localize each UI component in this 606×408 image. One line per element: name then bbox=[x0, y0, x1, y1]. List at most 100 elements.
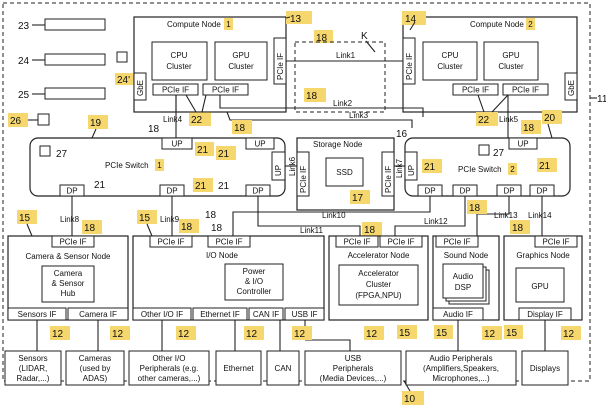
compute2-pcie-if-a bbox=[452, 83, 499, 96]
switch2-dp-c-label: DP bbox=[503, 187, 514, 196]
io-pcie-if-b bbox=[207, 235, 251, 248]
link4-label: Link4 bbox=[163, 115, 183, 124]
link3-label: Link3 bbox=[349, 111, 369, 120]
compute1-gpu-l1: GPU bbox=[232, 51, 250, 60]
periph-sensors-l1: Sensors bbox=[18, 354, 47, 363]
camera-hub-l3: Hub bbox=[61, 289, 76, 298]
ref-18-link2: 18 bbox=[306, 91, 318, 102]
io-ethernet-if-label: Ethernet IF bbox=[200, 310, 240, 319]
io-other-if-label: Other I/O IF bbox=[141, 310, 183, 319]
compute1-title: Compute Node bbox=[167, 20, 221, 29]
ref-10: 10 bbox=[404, 394, 416, 405]
ref-21-sw1-dp-a: 21 bbox=[94, 180, 106, 191]
switch1-up-a-label: UP bbox=[171, 140, 182, 149]
ref-27-right: 27 bbox=[493, 148, 505, 159]
compute1-gbe bbox=[133, 72, 147, 101]
io-usb-if-label: USB IF bbox=[292, 310, 318, 319]
camera-node-title: Camera & Sensor Node bbox=[26, 252, 111, 261]
ref-18-link4: 18 bbox=[148, 124, 160, 135]
ref-21-sw1-up: 21 bbox=[197, 145, 209, 156]
ref-14: 14 bbox=[405, 14, 417, 25]
ref-18-sw1-up: 18 bbox=[234, 123, 246, 134]
compute2-pcie-if-b bbox=[502, 83, 549, 96]
ref-15-graphics: 15 bbox=[506, 328, 518, 339]
io-pcie-if-a-label: PCIe IF bbox=[157, 238, 184, 247]
switch1-dp-b-label: DP bbox=[166, 187, 177, 196]
storage-pcie-if-right bbox=[381, 151, 395, 197]
ref-12-audio: 12 bbox=[484, 329, 496, 340]
ref-25: 25 bbox=[18, 90, 30, 101]
periph-otherio-l2: Peripherals (e.g. bbox=[140, 364, 199, 373]
accel-pcie-if-a bbox=[335, 235, 379, 248]
legend-box-24p bbox=[116, 51, 128, 63]
switch2-up-side bbox=[404, 151, 418, 181]
peripheral-cameras bbox=[65, 350, 125, 386]
ref-18-link8: 18 bbox=[84, 223, 96, 234]
link7-label: Link7 bbox=[395, 158, 404, 178]
ref-15-io: 15 bbox=[139, 213, 151, 224]
switch2-dp-a-label: DP bbox=[424, 187, 435, 196]
legend-box-26 bbox=[37, 113, 50, 126]
switch2-up-label: UP bbox=[517, 140, 528, 149]
accel-node-title: Accelerator Node bbox=[348, 251, 410, 260]
peripheral-audio bbox=[405, 350, 517, 386]
sound-dsp-l2: DSP bbox=[455, 283, 471, 292]
ref-12-can: 12 bbox=[294, 329, 306, 340]
ref-19: 19 bbox=[90, 118, 102, 129]
graphics-node-title: Graphics Node bbox=[516, 251, 570, 260]
storage-title: Storage Node bbox=[313, 140, 363, 149]
compute1-gpu-cluster bbox=[214, 41, 268, 81]
sound-pcie-if-label: PCIe IF bbox=[443, 238, 470, 247]
ref-24p: 24' bbox=[117, 75, 130, 86]
ref-26: 26 bbox=[10, 116, 22, 127]
compute2-cpu-l1: CPU bbox=[442, 51, 459, 60]
ref-17: 17 bbox=[352, 193, 364, 204]
link12-label: Link12 bbox=[424, 217, 448, 226]
ref-21-sw1-dp-b: 21 bbox=[195, 181, 207, 192]
ref-21-sw1-side: 21 bbox=[218, 149, 230, 160]
ref-12-usb: 12 bbox=[366, 329, 378, 340]
link2-label: Link2 bbox=[333, 99, 353, 108]
io-ctrl-l2: & I/O bbox=[245, 277, 263, 286]
periph-ethernet-l1: Ethernet bbox=[223, 364, 254, 373]
compute2-gpu-l1: GPU bbox=[502, 51, 520, 60]
switch2-up-side-label: UP bbox=[407, 165, 416, 176]
switch1-up-b-label: UP bbox=[254, 140, 265, 149]
storage-pcie-if-left-label: PCIe IF bbox=[299, 166, 308, 193]
ref-18-link11: 18 bbox=[211, 223, 223, 234]
camera-hub-l1: Camera bbox=[54, 269, 83, 278]
sound-node-title: Sound Node bbox=[444, 251, 489, 260]
peripheral-can bbox=[266, 350, 300, 386]
accelerator-cluster bbox=[338, 264, 419, 306]
link11-label: Link11 bbox=[300, 226, 324, 235]
compute1-pcie-if-b bbox=[202, 83, 249, 96]
switch1-num: 1 bbox=[157, 161, 162, 170]
ref-18-link1: 18 bbox=[316, 33, 328, 44]
ref-12-displays: 12 bbox=[563, 329, 575, 340]
compute2-gbe-label: GbE bbox=[567, 80, 576, 96]
accel-c-l1: Accelerator bbox=[358, 269, 399, 278]
accel-c-l2: Cluster bbox=[366, 280, 392, 289]
compute2-pcie-if-side-label: PCIe IF bbox=[405, 53, 414, 80]
camera-pcie-if-label: PCIe IF bbox=[59, 238, 86, 247]
graphics-gpu bbox=[515, 267, 565, 303]
switch2-title: PCIe Switch bbox=[458, 165, 502, 174]
periph-audio-l3: Microphones,...) bbox=[432, 374, 490, 383]
ref-18-link12: 18 bbox=[364, 225, 376, 236]
periph-sensors-l2: (LIDAR, bbox=[19, 364, 47, 373]
compute1-cpu-l2: Cluster bbox=[166, 62, 192, 71]
camera-pcie-if bbox=[51, 235, 95, 248]
accel-pcie-if-b-label: PCIe IF bbox=[387, 238, 414, 247]
ref-15-camera: 15 bbox=[19, 213, 31, 224]
periph-audio-l2: (Amplifiers,Speakers, bbox=[423, 364, 499, 373]
ref-18-link13: 18 bbox=[469, 203, 481, 214]
ref-20: 20 bbox=[544, 113, 556, 124]
switch2-marker bbox=[478, 144, 490, 156]
periph-cameras-l1: Cameras bbox=[79, 354, 111, 363]
compute1-gpu-l2: Cluster bbox=[228, 62, 254, 71]
accel-c-l3: (FPGA,NPU) bbox=[355, 291, 402, 300]
sound-dsp-l1: Audio bbox=[453, 272, 474, 281]
ref-21-sw1-dp-c: 21 bbox=[218, 181, 230, 192]
compute2-title: Compute Node bbox=[470, 20, 524, 29]
link14-label: Link14 bbox=[528, 211, 552, 220]
